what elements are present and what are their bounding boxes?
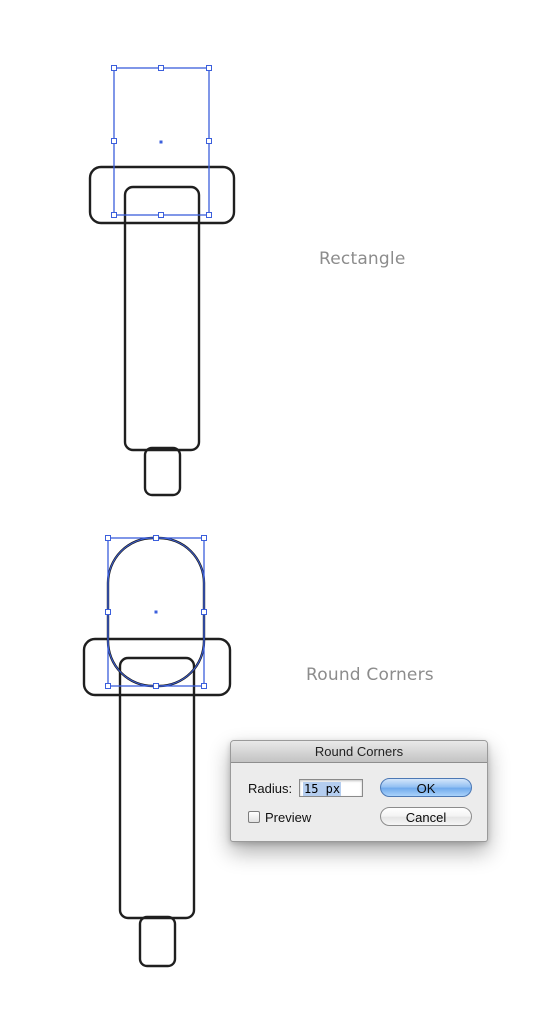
selection-bounding-box-rounded[interactable] (105, 535, 207, 689)
dropper-body (118, 656, 196, 920)
step-label-round-corners: Round Corners (306, 665, 434, 685)
center-point (159, 140, 163, 144)
preview-checkbox[interactable] (248, 811, 260, 823)
selection-handles[interactable] (105, 535, 207, 689)
dropper-illustration-rectangle (88, 165, 236, 497)
center-point (154, 610, 158, 614)
ok-button[interactable]: OK (380, 778, 472, 797)
preview-label[interactable]: Preview (265, 809, 312, 825)
dropper-body (123, 185, 201, 452)
preview-option[interactable]: Preview (248, 809, 311, 825)
dialog-title[interactable]: Round Corners (231, 741, 487, 763)
radius-input[interactable]: 15 px (299, 779, 363, 797)
dropper-tip (138, 915, 177, 968)
radius-value: 15 px (303, 782, 342, 796)
selection-bounding-box-rectangle[interactable] (111, 65, 212, 218)
dropper-collar (82, 637, 232, 697)
dropper-tip (143, 446, 182, 497)
selection-handles[interactable] (111, 65, 212, 218)
cancel-button[interactable]: Cancel (380, 807, 472, 826)
step-label-rectangle: Rectangle (319, 249, 406, 269)
dropper-collar (88, 165, 236, 225)
dropper-illustration-rounded (82, 536, 232, 968)
round-corners-dialog: Round Corners Radius: 15 px OK Preview C… (230, 740, 488, 842)
radius-label: Radius: (248, 781, 293, 796)
